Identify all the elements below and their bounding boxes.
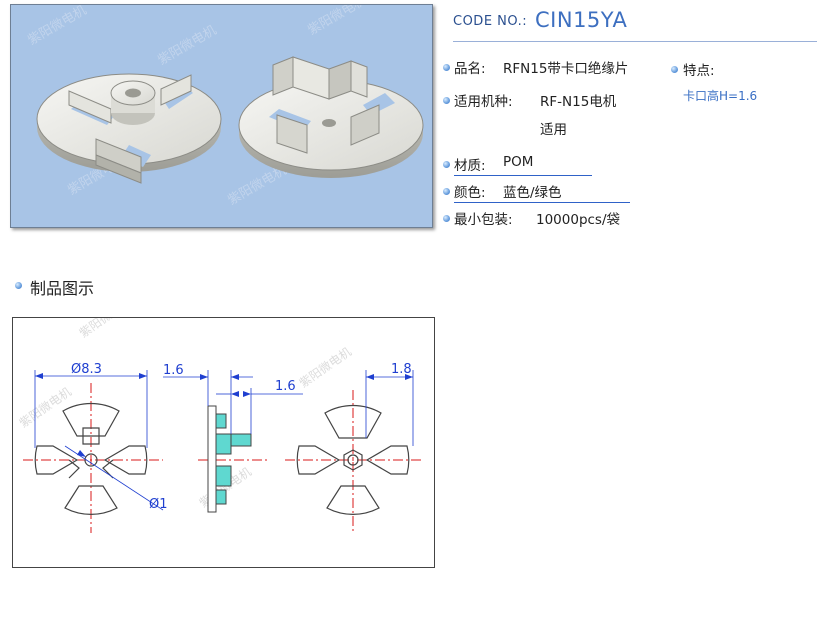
bullet-dot-icon: [671, 66, 678, 73]
bullet-dot-icon: [443, 215, 450, 222]
material-label: 材质:: [454, 158, 486, 174]
watermark-text: 紫阳微电机: [26, 5, 90, 48]
dim-side-1-label: 1.6: [163, 363, 184, 378]
svg-text:紫阳微电机: 紫阳微电机: [77, 318, 134, 340]
color-label: 颜色:: [454, 185, 486, 201]
name-value: RFN15带卡口绝缘片: [503, 61, 629, 77]
front-view: Ø8.3 Ø1: [23, 362, 168, 533]
svg-text:紫阳微电机: 紫阳微电机: [156, 23, 220, 68]
features-title: 特点:: [683, 63, 715, 79]
product-render-image: 紫阳微电机 紫阳微电机 紫阳微电机 紫阳微电机 紫阳微电机 紫阳微电机: [10, 4, 433, 228]
bullet-dot-icon: [15, 282, 22, 289]
svg-text:紫阳微电机: 紫阳微电机: [17, 385, 74, 431]
machine-label: 适用机种:: [454, 94, 513, 110]
dim-diameter-label: Ø8.3: [71, 362, 102, 377]
machine-value: RF-N15电机: [540, 94, 617, 110]
color-underline: [454, 202, 630, 203]
bullet-dot-icon: [443, 64, 450, 71]
material-value: POM: [503, 154, 534, 170]
bullet-dot-icon: [443, 97, 450, 104]
pack-value: 10000pcs/袋: [536, 212, 621, 228]
back-view: 1.8: [285, 362, 423, 533]
bullet-dot-icon: [443, 161, 450, 168]
machine-value-line2: 适用: [540, 122, 567, 138]
material-underline: [454, 175, 592, 176]
pack-label: 最小包装:: [454, 212, 513, 228]
svg-text:紫阳微电机: 紫阳微电机: [306, 5, 370, 38]
color-value: 蓝色/绿色: [503, 185, 562, 201]
svg-text:紫阳微电机: 紫阳微电机: [297, 345, 354, 391]
bullet-dot-icon: [443, 188, 450, 195]
dim-hole-label: Ø1: [149, 497, 168, 512]
technical-drawing: 紫阳微电机 紫阳微电机 紫阳微电机 紫阳微电机: [12, 317, 435, 568]
features-text: 卡口高H=1.6: [683, 89, 758, 103]
code-label: CODE NO.:: [453, 14, 528, 29]
section-title: 制品图示: [30, 279, 95, 298]
dim-right-label: 1.8: [391, 362, 412, 377]
code-divider: [453, 41, 817, 42]
right-part-render: [238, 56, 424, 178]
code-value: CIN15YA: [535, 8, 628, 32]
dim-side-2-label: 1.6: [275, 379, 296, 394]
name-label: 品名:: [454, 61, 486, 77]
side-view: 1.6 1.6: [163, 363, 303, 513]
left-part-render: [36, 73, 222, 184]
